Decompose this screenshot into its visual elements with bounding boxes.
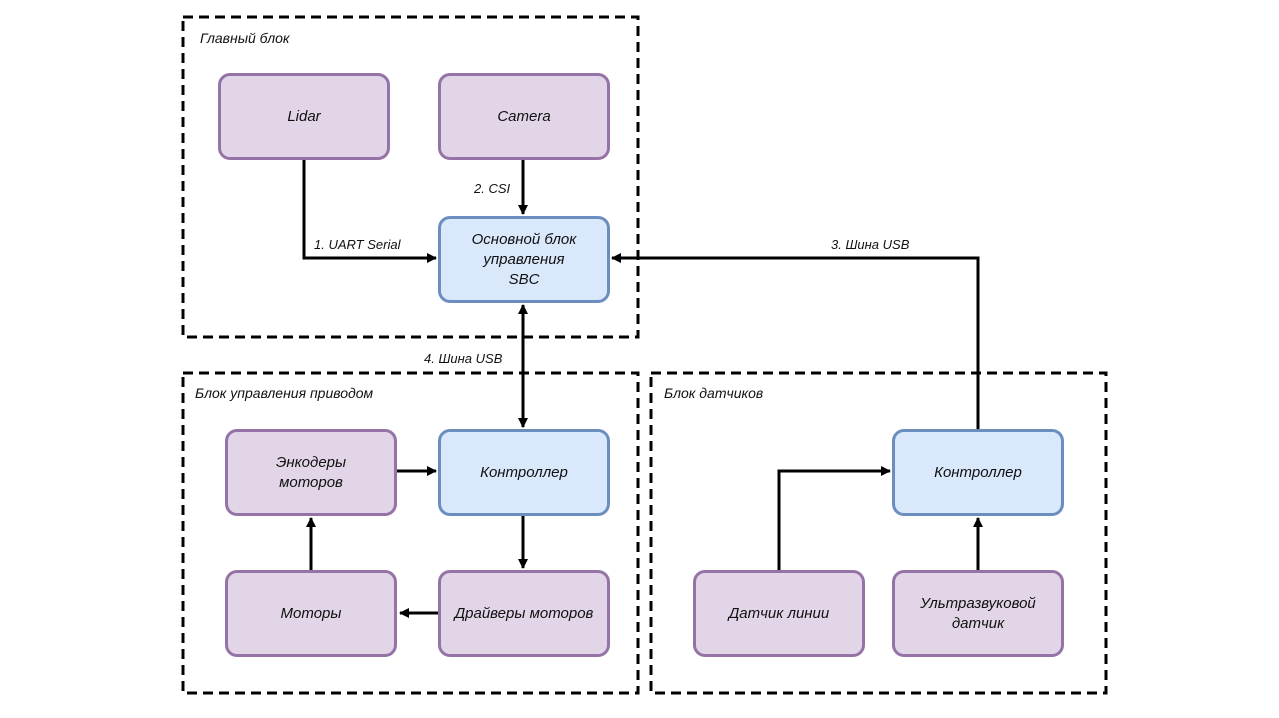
node-encoders: Энкодеры моторов: [225, 429, 397, 516]
edge-label-csi: 2. CSI: [474, 181, 511, 196]
edge-label-usb4: 4. Шина USB: [424, 351, 503, 366]
group-title-drive: Блок управления приводом: [195, 385, 374, 401]
edge-label-usb3: 3. Шина USB: [831, 237, 910, 252]
edge-label-uart: 1. UART Serial: [314, 237, 401, 252]
group-border-sensors: [649, 371, 1108, 695]
node-drive-controller: Контроллер: [438, 429, 610, 516]
node-camera: Camera: [438, 73, 610, 160]
node-motor-drivers: Драйверы моторов: [438, 570, 610, 657]
node-sensor-controller: Контроллер: [892, 429, 1064, 516]
node-ultrasonic-sensor: Ультразвуковой датчик: [892, 570, 1064, 657]
node-sbc: Основной блок управления SBC: [438, 216, 610, 303]
edge-sensor-controller-to-sbc: [611, 253, 980, 430]
node-line-sensor: Датчик линии: [693, 570, 865, 657]
group-border-main: [181, 15, 640, 339]
group-title-sensors: Блок датчиков: [664, 385, 764, 401]
edge-line-sensor-to-controller: [777, 466, 891, 571]
group-title-main: Главный блок: [200, 30, 290, 46]
node-motors: Моторы: [225, 570, 397, 657]
edge-lidar-to-sbc: [302, 160, 437, 263]
node-lidar: Lidar: [218, 73, 390, 160]
group-border-drive: [181, 371, 640, 695]
